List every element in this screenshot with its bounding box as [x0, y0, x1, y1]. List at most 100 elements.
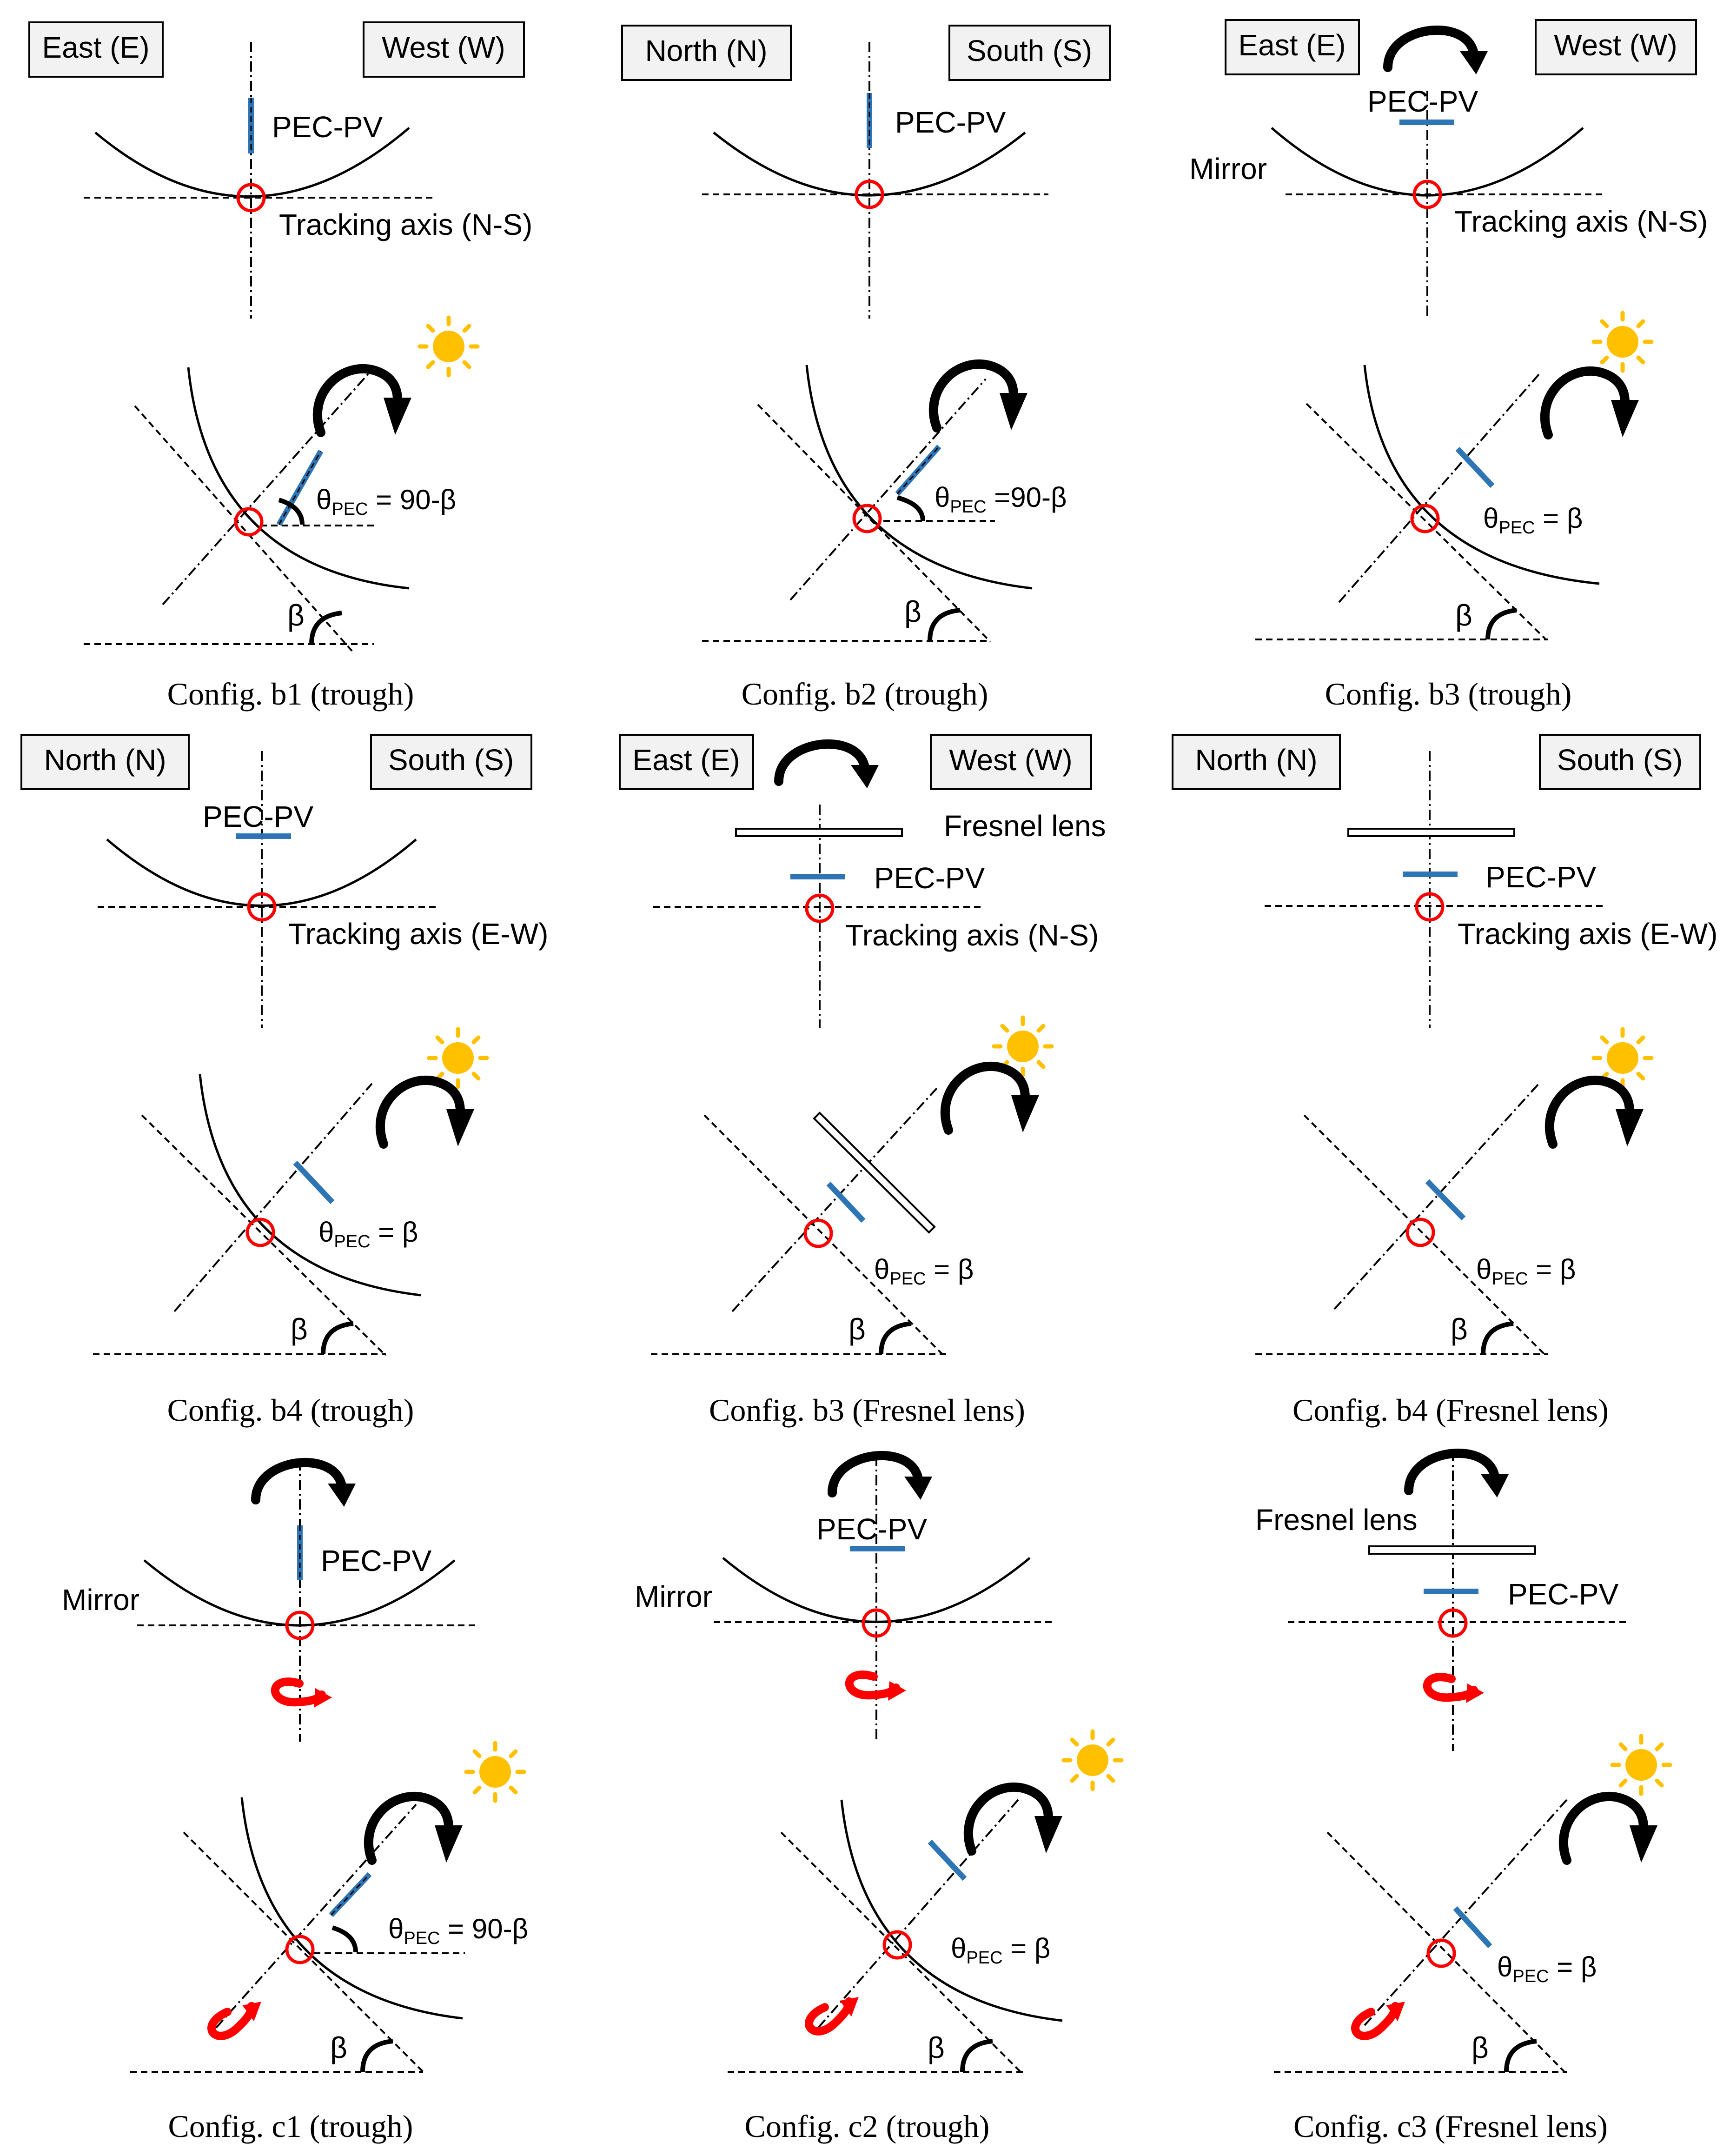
svg-text:North (N): North (N)	[44, 743, 166, 777]
theta-pec-label: θPEC = β	[1476, 1254, 1576, 1289]
label-box-east: East (E)	[28, 21, 164, 78]
trough-mirror	[722, 1557, 1031, 1623]
focal-point-icon	[855, 180, 884, 209]
pec-pv-label: PEC-PV	[1508, 1577, 1619, 1611]
mirror-label: Mirror	[62, 1583, 139, 1617]
caption-c3-fresnel: Config. c3 (Fresnel lens)	[1293, 2109, 1608, 2144]
caption-b4: Config. b4 (trough)	[167, 1392, 414, 1428]
pec-pv-receiver	[826, 1181, 866, 1223]
trough-mirror	[1271, 127, 1584, 197]
label-box-north: North (N)	[20, 734, 190, 790]
theta-pec-label: θPEC = 90-β	[388, 1913, 528, 1948]
beta-label: β	[848, 1312, 866, 1346]
focal-point-icon	[247, 892, 277, 922]
rotation-arrow-icon	[256, 1463, 356, 1507]
focal-point-icon	[1410, 504, 1440, 533]
beta-label: β	[291, 1312, 308, 1346]
theta-pec-label: θPEC = 90-β	[316, 484, 456, 519]
tracking-axis-label: Tracking axis (N-S)	[845, 918, 1099, 952]
pec-pv-label: PEC-PV	[895, 106, 1006, 139]
svg-text:South (S): South (S)	[1557, 743, 1683, 777]
focal-point-icon	[862, 1608, 891, 1638]
fresnel-lens	[735, 828, 903, 837]
pec-pv-label: PEC-PV	[874, 861, 985, 895]
label-box-west: West (W)	[1535, 19, 1697, 75]
svg-text:West (W): West (W)	[1554, 28, 1677, 62]
sun-icon	[466, 1743, 524, 1801]
theta-pec-label: θPEC = β	[318, 1217, 418, 1251]
axis-rotation-icon	[1351, 1990, 1412, 2046]
pec-pv-receiver	[293, 1160, 335, 1204]
rotation-arrow-icon	[968, 1787, 1062, 1853]
svg-text:East (E): East (E)	[632, 743, 740, 777]
sun-icon	[420, 318, 477, 375]
sun-icon	[1612, 1736, 1670, 1794]
panel-b2: North (N) South (S) PEC-PV θPEC =90-β β …	[621, 25, 1111, 712]
focal-point-icon	[236, 183, 266, 213]
focal-point-icon	[234, 507, 264, 537]
fresnel-lens-label: Fresnel lens	[1255, 1503, 1418, 1537]
rotation-arrow-icon	[1564, 1797, 1657, 1863]
pec-pv-label: PEC-PV	[203, 800, 314, 833]
focal-point-icon	[1405, 1218, 1435, 1247]
sun-icon	[1064, 1731, 1121, 1789]
panel-c1: PEC-PV Mirror θPEC = 90-β β Config. c1 (…	[62, 1460, 528, 2144]
trough-mirror	[106, 838, 417, 907]
label-box-north: North (N)	[1172, 734, 1341, 790]
axis-rotation-icon	[275, 1682, 332, 1708]
label-box-east: East (E)	[1225, 19, 1360, 75]
theta-pec-label: θPEC = β	[951, 1933, 1050, 1968]
svg-text:South (S): South (S)	[388, 743, 514, 777]
caption-b3-fresnel: Config. b3 (Fresnel lens)	[709, 1392, 1025, 1428]
trough-mirror	[94, 127, 410, 198]
rotation-arrow-icon	[779, 744, 879, 788]
trough-mirror	[240, 1797, 463, 2020]
tracking-axis-label: Tracking axis (E-W)	[1458, 917, 1717, 951]
pec-pv-label: PEC-PV	[1485, 860, 1597, 894]
trough-mirror	[713, 132, 1026, 197]
caption-b4-fresnel: Config. b4 (Fresnel lens)	[1293, 1392, 1609, 1428]
rotation-arrow-icon	[934, 364, 1027, 430]
beta-label: β	[1471, 2031, 1489, 2064]
axis-rotation-icon	[805, 1985, 865, 2041]
rotation-arrow-icon	[380, 1080, 474, 1146]
beta-label: β	[928, 2031, 945, 2064]
pec-pv-receiver	[928, 1839, 967, 1881]
focal-point-icon	[1412, 180, 1442, 209]
pec-pv-receiver	[1453, 1906, 1492, 1949]
panel-b4: North (N) South (S) PEC-PV Tracking axis…	[20, 734, 548, 1428]
panel-b1: East (E) West (W) PEC-PV Tracking axis (…	[28, 21, 532, 712]
axis-rotation-icon	[1427, 1677, 1484, 1703]
label-box-south: South (S)	[370, 734, 532, 790]
tracking-axis-label: Tracking axis (N-S)	[279, 208, 532, 241]
focal-point-icon	[1415, 892, 1445, 922]
fresnel-lens-label: Fresnel lens	[944, 809, 1106, 843]
sun-icon	[1594, 313, 1651, 371]
rotation-arrow-icon	[945, 1066, 1039, 1132]
theta-pec-label: θPEC = β	[1483, 503, 1583, 538]
svg-text:East (E): East (E)	[42, 31, 149, 64]
svg-text:North (N): North (N)	[645, 34, 767, 67]
trough-mirror	[1363, 365, 1600, 585]
focal-point-icon	[285, 1935, 315, 1964]
theta-pec-label: θPEC = β	[874, 1254, 974, 1289]
focal-point-icon	[882, 1930, 912, 1960]
pec-pv-receiver	[1425, 1179, 1466, 1221]
label-box-west: West (W)	[363, 21, 525, 78]
trough-mirror	[805, 365, 1033, 590]
fresnel-lens	[1368, 1545, 1536, 1555]
panel-b3-fresnel: East (E) West (W) Fresnel lens PEC-PV Tr…	[619, 734, 1106, 1428]
focal-point-icon	[1426, 1938, 1456, 1968]
rotation-arrow-icon	[369, 1797, 463, 1863]
rotation-arrow-icon	[832, 1456, 932, 1500]
trough-mirror	[199, 1074, 421, 1297]
rotation-arrow-icon	[1409, 1453, 1509, 1497]
focal-point-icon	[1438, 1608, 1468, 1638]
label-box-east: East (E)	[619, 734, 754, 790]
pec-pv-receiver	[1455, 446, 1495, 488]
svg-text:South (S): South (S)	[967, 34, 1092, 67]
focal-point-icon	[285, 1610, 315, 1640]
caption-c1: Config. c1 (trough)	[168, 2109, 413, 2144]
focal-point-icon	[805, 893, 835, 923]
svg-text:East (E): East (E)	[1238, 28, 1346, 62]
